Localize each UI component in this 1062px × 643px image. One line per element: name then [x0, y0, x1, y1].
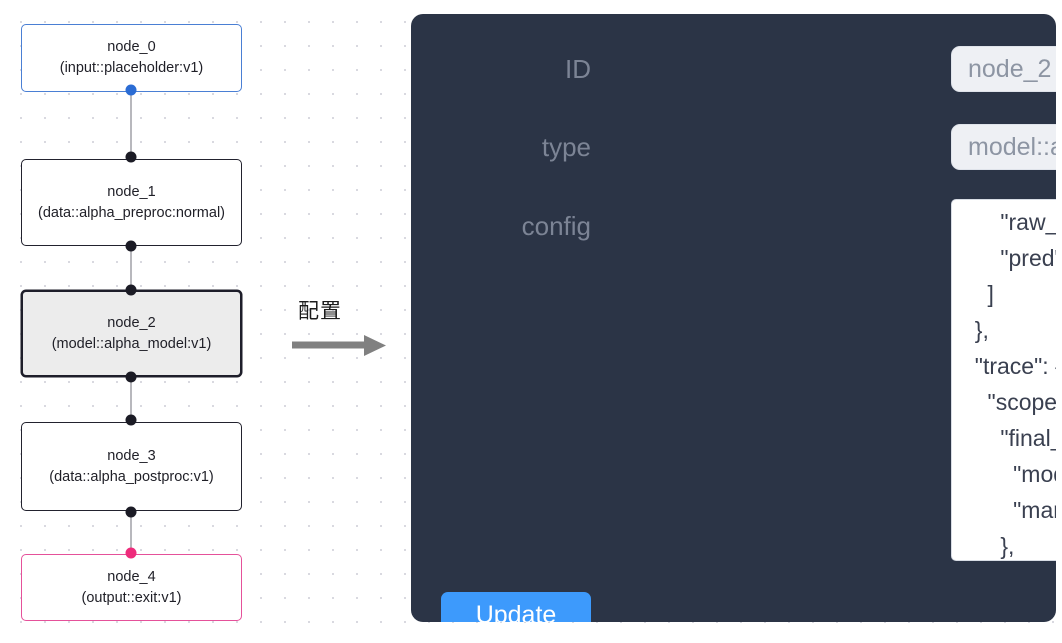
update-button[interactable]: Update [441, 592, 591, 622]
annotation-label: 配置 [298, 299, 342, 323]
form-row-type: type [471, 124, 591, 170]
node-handle-source-node_1[interactable] [125, 240, 137, 252]
node-handle-source-node_2[interactable] [125, 371, 137, 383]
id-field-label: ID [565, 54, 591, 84]
config-panel: ID type config "raw_action", "pred" ] },… [411, 14, 1056, 622]
edge-node0-node1 [130, 88, 132, 160]
node-handle-target-node_4[interactable] [125, 547, 137, 559]
node-handle-source-node_0[interactable] [125, 84, 137, 96]
graph-node-label: node_1 (data::alpha_preproc:normal) [38, 183, 225, 221]
graph-node-label: node_2 (model::alpha_model:v1) [51, 314, 212, 352]
type-field-label: type [541, 132, 591, 162]
edge-node1-node2 [130, 245, 132, 291]
node-handle-source-node_3[interactable] [125, 506, 137, 518]
graph-node-node_0[interactable]: node_0 (input::placeholder:v1) [21, 24, 242, 92]
node-handle-target-node_2[interactable] [125, 284, 137, 296]
form-row-config: config [471, 204, 591, 248]
graph-node-node_2[interactable]: node_2 (model::alpha_model:v1) [21, 290, 242, 377]
config-textarea-content[interactable]: "raw_action", "pred" ] }, "trace": { "sc… [974, 209, 1056, 559]
graph-node-node_3[interactable]: node_3 (data::alpha_postproc:v1) [21, 422, 242, 511]
config-textarea[interactable]: "raw_action", "pred" ] }, "trace": { "sc… [951, 199, 1056, 561]
graph-canvas[interactable]: node_0 (input::placeholder:v1) node_1 (d… [0, 0, 400, 643]
node-handle-target-node_1[interactable] [125, 151, 137, 163]
id-input[interactable] [951, 46, 1056, 92]
form-row-id: ID [471, 46, 591, 92]
type-input[interactable] [951, 124, 1056, 170]
graph-node-label: node_0 (input::placeholder:v1) [59, 39, 204, 76]
node-handle-target-node_3[interactable] [125, 414, 137, 426]
graph-node-label: node_4 (output::exit:v1) [81, 568, 182, 606]
graph-node-label: node_3 (data::alpha_postproc:v1) [49, 447, 214, 485]
edge-node2-node3 [130, 375, 132, 419]
graph-node-node_1[interactable]: node_1 (data::alpha_preproc:normal) [21, 159, 242, 246]
graph-node-node_4[interactable]: node_4 (output::exit:v1) [21, 554, 242, 621]
annotation-group: 配置 [290, 295, 400, 370]
config-field-label: config [521, 211, 591, 241]
arrow-right-icon [292, 335, 386, 356]
edge-node3-node4 [130, 512, 132, 551]
